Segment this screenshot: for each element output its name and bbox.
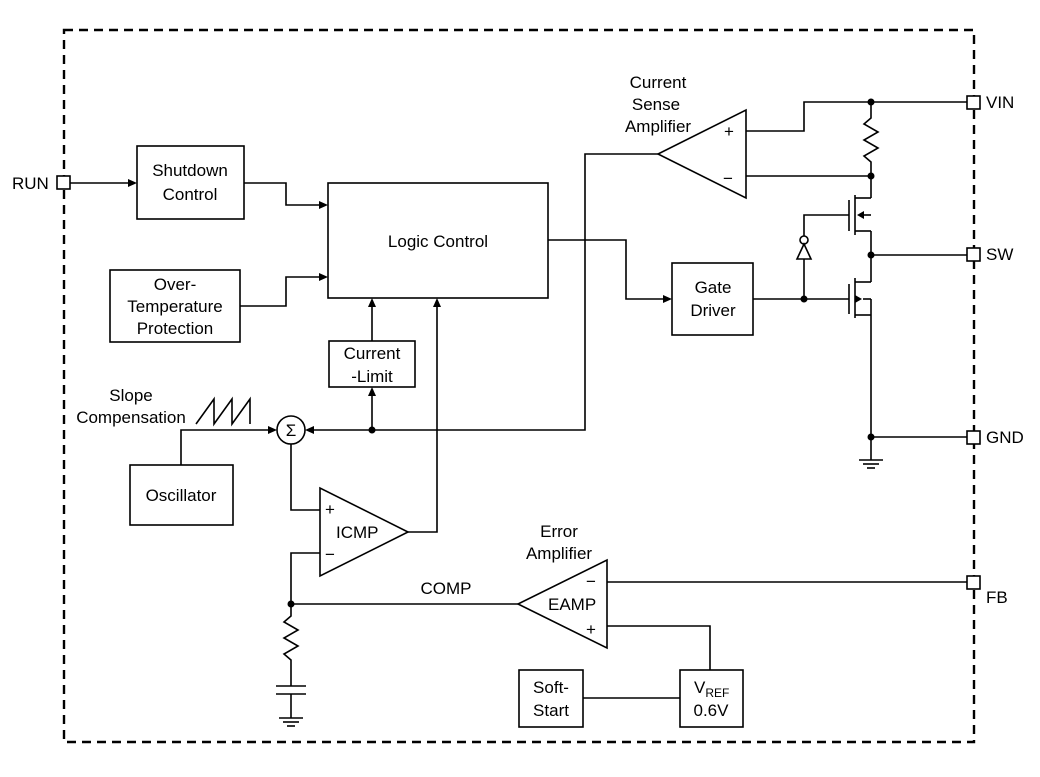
oscillator-label: Oscillator xyxy=(146,486,217,505)
sawtooth-waveform xyxy=(195,396,251,427)
gate-driver-line-2: Driver xyxy=(690,301,736,320)
comp-label: COMP xyxy=(421,579,472,598)
gate-driver-block: Gate Driver xyxy=(671,262,754,336)
eamp-title-line-1: Error xyxy=(540,522,578,541)
soft-start-block: Soft- Start xyxy=(518,669,584,728)
current-limit-block: Current -Limit xyxy=(328,340,416,388)
error-amplifier: − + EAMP Error Amplifier xyxy=(516,522,608,650)
current-limit-line-2: -Limit xyxy=(351,367,393,386)
logic-control-label: Logic Control xyxy=(388,232,488,251)
eamp-minus: − xyxy=(586,572,596,591)
summing-junction: Σ xyxy=(276,415,306,445)
logic-control-block: Logic Control xyxy=(327,182,549,299)
shutdown-control-block: Shutdown Control xyxy=(136,145,245,220)
junction-dots xyxy=(287,98,875,608)
wiring xyxy=(70,101,967,727)
soft-start-line-1: Soft- xyxy=(533,678,569,697)
vref-main: V xyxy=(694,678,706,697)
eamp-plus: + xyxy=(586,620,596,639)
pin-gnd-label: GND xyxy=(986,428,1024,447)
otp-line-3: Protection xyxy=(137,319,214,338)
summing-junction-symbol: Σ xyxy=(286,421,297,440)
pin-run-label: RUN xyxy=(12,174,49,193)
pin-gnd: GND xyxy=(966,428,1024,447)
vref-block: VREF 0.6V xyxy=(679,669,744,728)
soft-start-line-2: Start xyxy=(533,701,569,720)
slope-compensation-line-1: Slope xyxy=(109,386,152,405)
over-temperature-protection-block: Over- Temperature Protection xyxy=(109,269,241,343)
vref-label: VREF xyxy=(694,678,729,700)
pin-run: RUN xyxy=(12,174,71,193)
pin-vin-label: VIN xyxy=(986,93,1014,112)
pin-vin: VIN xyxy=(966,93,1014,112)
pin-sw: SW xyxy=(966,245,1013,264)
vref-value: 0.6V xyxy=(694,701,730,720)
current-limit-line-1: Current xyxy=(344,344,401,363)
icmp-minus: − xyxy=(325,545,335,564)
vref-subscript: REF xyxy=(705,686,729,700)
csa-label-line-3: Amplifier xyxy=(625,117,691,136)
shutdown-control-line-2: Control xyxy=(163,185,218,204)
slope-compensation-line-2: Compensation xyxy=(76,408,186,427)
shutdown-control-line-1: Shutdown xyxy=(152,161,228,180)
gate-driver-line-1: Gate xyxy=(695,278,732,297)
eamp-title-line-2: Amplifier xyxy=(526,544,592,563)
csa-minus: − xyxy=(723,169,733,188)
icmp-comparator: + − ICMP xyxy=(319,486,410,578)
icmp-label: ICMP xyxy=(336,523,379,542)
otp-line-2: Temperature xyxy=(127,297,222,316)
pin-fb: FB xyxy=(966,575,1008,607)
csa-label-line-1: Current xyxy=(630,73,687,92)
eamp-label: EAMP xyxy=(548,595,596,614)
csa-plus: + xyxy=(724,122,734,141)
icmp-plus: + xyxy=(325,500,335,519)
csa-label-line-2: Sense xyxy=(632,95,680,114)
current-sense-amplifier: + − Current Sense Amplifier xyxy=(625,73,747,200)
ic-boundary xyxy=(62,28,976,744)
oscillator-block: Oscillator xyxy=(129,464,234,526)
otp-line-1: Over- xyxy=(154,275,197,294)
pin-sw-label: SW xyxy=(986,245,1013,264)
pin-fb-label: FB xyxy=(986,588,1008,607)
